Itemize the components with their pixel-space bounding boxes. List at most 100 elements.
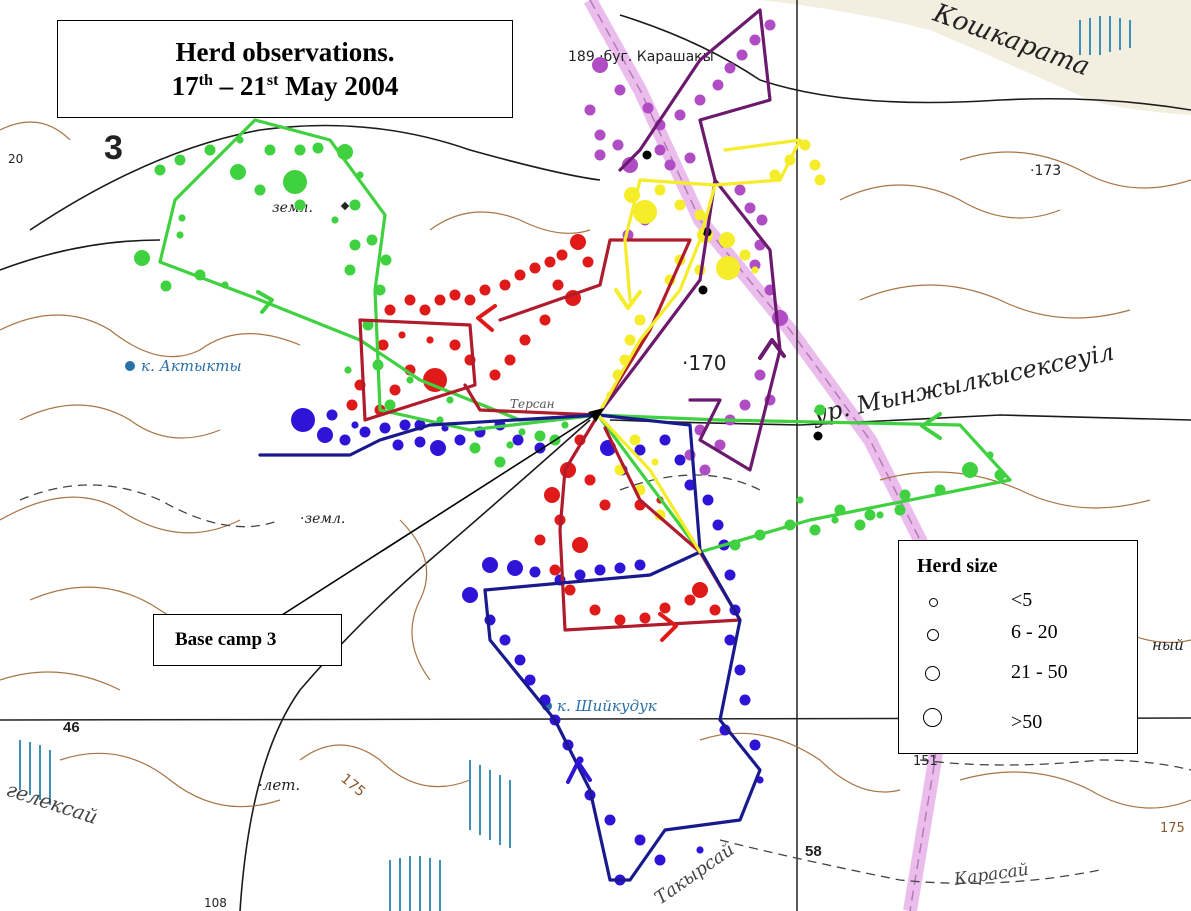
herd-dot-red-67 — [514, 269, 526, 281]
herd-dot-blue-126 — [462, 587, 478, 603]
herd-size-legend: Herd size <5 6 - 20 21 - 50 >50 — [898, 540, 1138, 754]
herd-dot-blue-133 — [614, 562, 626, 574]
direction-arrow-icon-5 — [658, 612, 678, 642]
title-day-start: 17 — [171, 71, 199, 101]
herd-dot-purple-187 — [756, 214, 768, 226]
herd-dot-blue-128 — [507, 560, 523, 576]
herd-dot-blue-113 — [399, 419, 411, 431]
herd-dot-green-56 — [894, 504, 906, 516]
herd-dot-green-39 — [561, 421, 569, 429]
herd-dot-blue-112 — [379, 422, 391, 434]
let-label: ·лет. — [258, 776, 300, 794]
herd-dot-red-82 — [389, 384, 401, 396]
herd-dot-purple-186 — [744, 202, 756, 214]
route-navy-6 — [483, 413, 762, 882]
herd-dot-green-4 — [264, 144, 276, 156]
herd-dot-red-97 — [614, 614, 626, 626]
herd-dot-green-24 — [380, 254, 392, 266]
herd-dot-red-102 — [709, 604, 721, 616]
herd-dot-red-58 — [377, 339, 389, 351]
herd-dot-purple-173 — [712, 79, 724, 91]
stream-hatching — [19, 16, 1131, 911]
title-line-1: Herd observations. — [175, 37, 395, 67]
herd-dot-red-75 — [539, 314, 551, 326]
base-camp-label: Base camp 3 — [175, 629, 277, 650]
herd-dot-blue-141 — [702, 494, 714, 506]
herd-dot-green-43 — [899, 489, 911, 501]
herd-dot-yellow-202 — [633, 200, 657, 224]
legend-label-large: 21 - 50 — [1011, 661, 1068, 683]
herd-dot-green-32 — [446, 396, 454, 404]
herd-dot-purple-172 — [694, 94, 706, 106]
herd-dot-red-80 — [423, 368, 447, 392]
herd-dot-purple-199 — [699, 464, 711, 476]
herd-dot-green-6 — [312, 142, 324, 154]
herd-dot-green-37 — [534, 430, 546, 442]
herd-dot-purple-174 — [724, 62, 736, 74]
zeml-label-1: земл. — [272, 200, 313, 216]
black-marker-dot-3 — [813, 431, 823, 441]
elev-173-label: ·173 — [1030, 163, 1061, 179]
title-month-year: May 2004 — [285, 71, 399, 101]
herd-dot-green-35 — [506, 441, 514, 449]
herd-dot-yellow-205 — [674, 199, 686, 211]
herd-dot-green-2 — [204, 144, 216, 156]
herd-dot-blue-165 — [696, 846, 704, 854]
herd-dot-purple-185 — [734, 184, 746, 196]
herd-dot-red-96 — [589, 604, 601, 616]
herd-dot-blue-127 — [482, 557, 498, 573]
herd-dot-purple-175 — [736, 49, 748, 61]
herd-dot-green-27 — [362, 319, 374, 331]
herd-dot-green-57 — [814, 404, 826, 416]
herd-dot-green-0 — [154, 164, 166, 176]
route-green-0 — [158, 260, 1012, 554]
herd-dot-blue-131 — [574, 569, 586, 581]
herd-dot-green-18 — [160, 280, 172, 292]
herd-dot-purple-166 — [622, 157, 638, 173]
herd-dot-red-77 — [504, 354, 516, 366]
herd-dot-green-16 — [178, 214, 186, 222]
karashaky-label: 189 ·буг. Карашакы — [568, 49, 714, 65]
herd-dot-yellow-204 — [654, 184, 666, 196]
herd-dot-blue-134 — [634, 559, 646, 571]
herd-dot-red-65 — [479, 284, 491, 296]
herd-dot-blue-140 — [684, 479, 696, 491]
herd-dot-red-101 — [692, 582, 708, 598]
herd-dot-blue-153 — [499, 634, 511, 646]
herd-dot-red-105 — [599, 499, 611, 511]
legend-label-small: <5 — [1011, 589, 1033, 611]
herd-dot-red-72 — [582, 256, 594, 268]
base-camp-leader — [281, 408, 604, 616]
herd-dot-red-92 — [534, 534, 546, 546]
herd-dot-blue-147 — [734, 664, 746, 676]
herd-dot-purple-194 — [739, 399, 751, 411]
direction-arrow-icon-0 — [256, 290, 274, 314]
direction-arrow-icon-6 — [566, 760, 592, 784]
herd-dot-green-52 — [809, 524, 821, 536]
herd-dot-purple-183 — [664, 159, 676, 171]
herd-dot-blue-121 — [326, 409, 338, 421]
herd-dot-purple-169 — [642, 102, 654, 114]
legend-row-xlarge: >50 — [899, 707, 1137, 743]
herd-dot-green-45 — [962, 462, 978, 478]
direction-arrow-icon-2 — [614, 288, 642, 310]
black-marker-dot-2 — [698, 285, 708, 295]
herd-dot-green-26 — [344, 366, 352, 374]
herd-dot-green-21 — [349, 239, 361, 251]
herd-dot-green-5 — [294, 144, 306, 156]
herd-dot-red-87 — [426, 336, 434, 344]
legend-title: Herd size — [917, 555, 998, 577]
tersan-label: Терсан — [510, 397, 555, 411]
herd-dot-green-42 — [864, 509, 876, 521]
herd-dot-yellow-215 — [769, 169, 781, 181]
herd-dot-red-69 — [544, 256, 556, 268]
herd-dot-blue-114 — [414, 436, 426, 448]
herd-dot-blue-119 — [512, 434, 524, 446]
herd-dot-purple-178 — [584, 104, 596, 116]
grid-46-label: 46 — [63, 719, 80, 736]
herd-dot-green-54 — [854, 519, 866, 531]
herd-dot-green-33 — [469, 442, 481, 454]
elev-170-label: ·170 — [682, 351, 727, 375]
herd-dot-red-99 — [659, 602, 671, 614]
elev-108-label: 108 — [204, 896, 227, 910]
